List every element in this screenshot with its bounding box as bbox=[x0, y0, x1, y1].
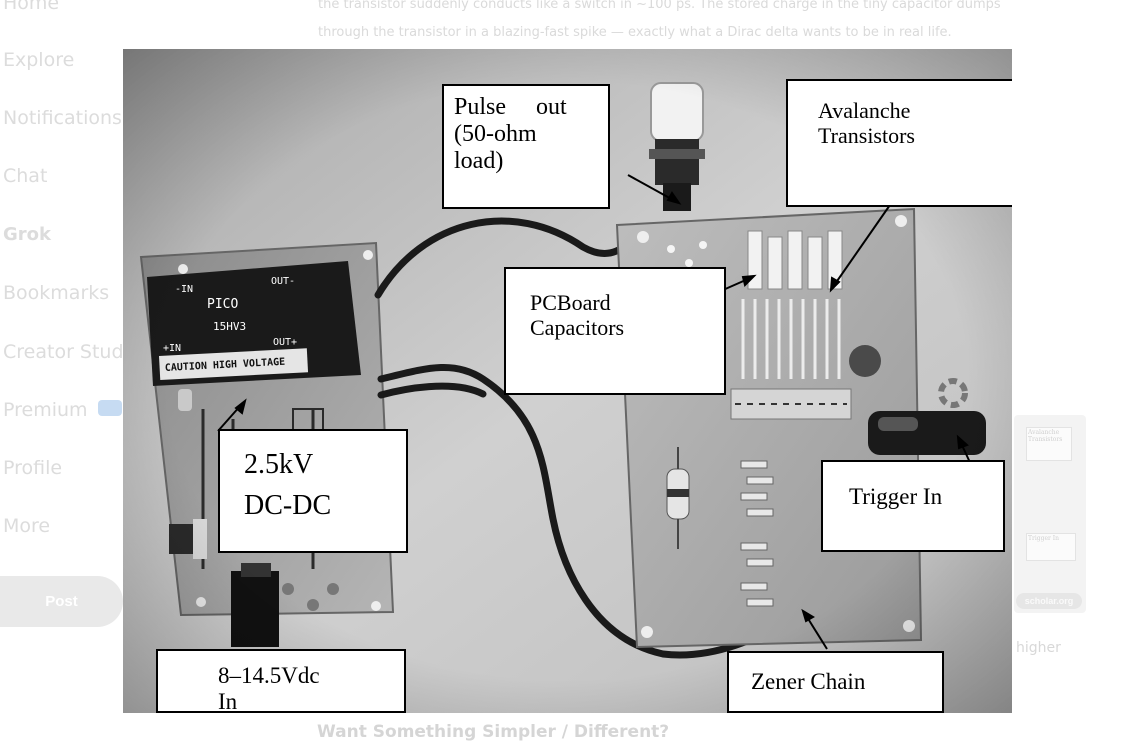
pin-label: OUT+ bbox=[273, 337, 297, 348]
sidebar-item-creator-studio[interactable]: Creator Studio bbox=[3, 341, 141, 363]
sidebar-item-home[interactable]: Home bbox=[3, 0, 60, 14]
callout-pcboard-capacitors: PCBoard Capacitors bbox=[504, 267, 726, 395]
sidebar-item-bookmarks[interactable]: Bookmarks bbox=[3, 282, 110, 304]
sidebar-item-profile[interactable]: Profile bbox=[3, 457, 63, 479]
sidebar-item-premium[interactable]: Premium bbox=[3, 399, 88, 421]
pin-label: OUT- bbox=[271, 276, 295, 287]
callout-avalanche-transistors: Avalanche Transistors bbox=[786, 79, 1012, 207]
sidebar-item-explore[interactable]: Explore bbox=[3, 49, 75, 71]
section-heading: Want Something Simpler / Different? bbox=[317, 722, 670, 742]
callout-line: PCBoard bbox=[530, 290, 611, 315]
callout-line: load) bbox=[454, 147, 504, 174]
callout-line: DC-DC bbox=[244, 489, 332, 521]
thumbnail-label: Trigger In bbox=[1026, 533, 1076, 561]
callout-power-in: 8–14.5Vdc In bbox=[156, 649, 406, 713]
article-text-line: through the transistor in a blazing-fast… bbox=[318, 25, 952, 40]
article-text-line: the transistor suddenly conducts like a … bbox=[318, 0, 1001, 12]
sidebar-item-notifications[interactable]: Notifications bbox=[3, 107, 122, 129]
sidebar-item-more[interactable]: More bbox=[3, 515, 51, 537]
premium-badge bbox=[98, 400, 122, 416]
sidebar-nav: Home Explore Notifications Chat Grok Boo… bbox=[0, 0, 140, 744]
sidebar-item-chat[interactable]: Chat bbox=[3, 165, 48, 187]
callout-line: (50-ohm bbox=[454, 120, 537, 147]
callout-trigger-in: Trigger In bbox=[821, 460, 1005, 552]
callout-line: Zener Chain bbox=[751, 669, 866, 694]
image-thumbnail[interactable]: Avalanche Transistors Trigger In scholar… bbox=[1014, 415, 1086, 613]
callout-line: 2.5kV bbox=[244, 449, 314, 480]
callout-dcdc: 2.5kV DC-DC bbox=[218, 429, 408, 553]
callout-line: Avalanche bbox=[818, 98, 911, 123]
callout-line: Capacitors bbox=[530, 314, 625, 340]
source-tag[interactable]: scholar.org bbox=[1016, 593, 1082, 609]
pin-label: -IN bbox=[175, 284, 193, 295]
callout-pulse-out: Pulse out (50-ohm load) bbox=[442, 84, 610, 209]
callout-zener-chain: Zener Chain bbox=[727, 651, 944, 713]
post-button[interactable]: Post bbox=[0, 576, 123, 627]
module-brand: PICO bbox=[207, 297, 238, 312]
callout-line: Pulse out bbox=[454, 94, 567, 120]
pin-label: +IN bbox=[163, 343, 181, 354]
circuit-photo: -IN OUT- PICO 15HV3 +IN OUT+ CAUTION HIG… bbox=[123, 49, 1012, 713]
side-text: higher bbox=[1016, 640, 1061, 656]
sidebar-item-grok[interactable]: Grok bbox=[3, 224, 51, 245]
callout-line: Trigger In bbox=[849, 484, 943, 509]
callout-line: 8–14.5Vdc In bbox=[218, 663, 326, 713]
callout-line: Transistors bbox=[818, 122, 915, 148]
thumbnail-label: Avalanche Transistors bbox=[1026, 427, 1072, 461]
module-model: 15HV3 bbox=[213, 320, 246, 333]
